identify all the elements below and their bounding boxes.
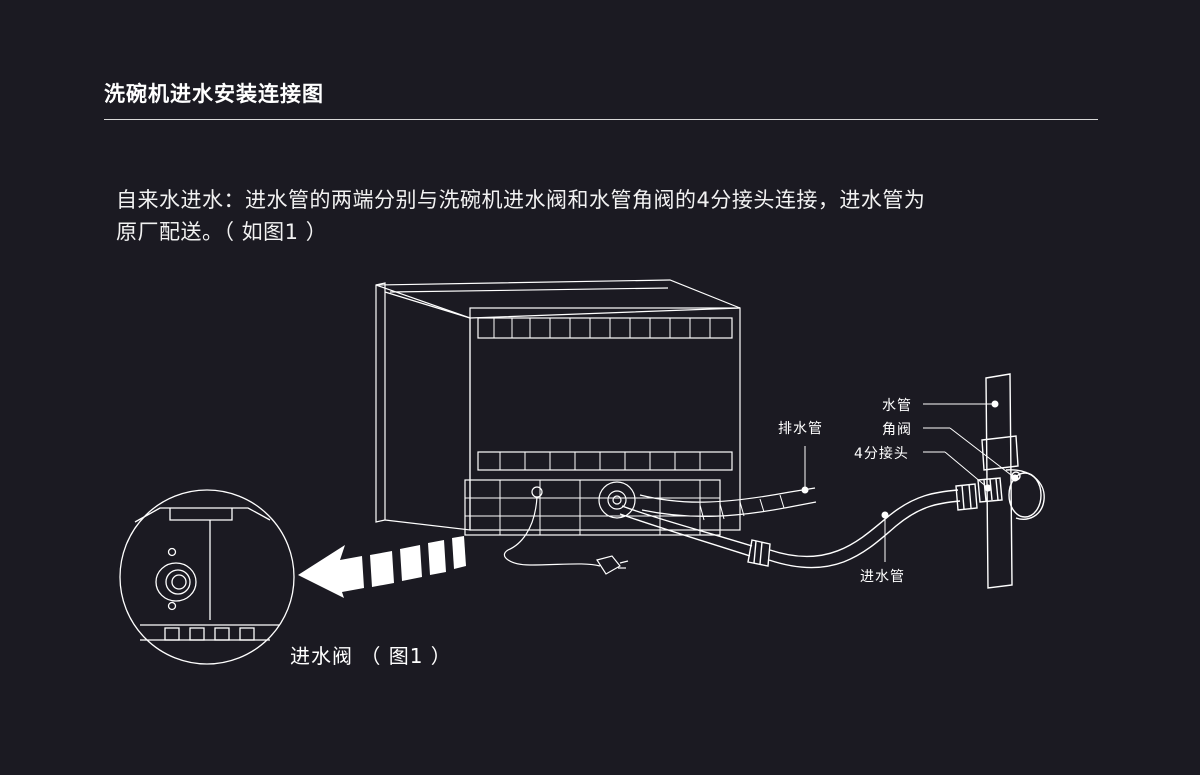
label-angle-valve: 角阀 [882, 422, 912, 438]
figure-caption: 进水阀 （ 图1 ） [290, 644, 452, 668]
label-water-pipe: 水管 [882, 398, 912, 414]
label-inlet-hose: 进水管 [860, 569, 905, 585]
dishwasher-illustration [375, 279, 741, 575]
title-divider [104, 119, 1098, 120]
label-connector: 4分接头 [854, 446, 909, 462]
intro-line-2: 原厂配送。（ 如图1 ） [116, 220, 328, 244]
water-pipe-illustration [977, 373, 1045, 589]
drain-hose-illustration [639, 487, 817, 521]
intro-text: 自来水进水：进水管的两端分别与洗碗机进水阀和水管角阀的4分接头连接，进水管为 原… [116, 184, 1076, 248]
inlet-hose-illustration [619, 483, 978, 569]
zoom-arrow [298, 536, 466, 598]
inlet-valve-detail [119, 489, 295, 665]
intro-line-1: 自来水进水：进水管的两端分别与洗碗机进水阀和水管角阀的4分接头连接，进水管为 [116, 188, 926, 212]
page-title: 洗碗机进水安装连接图 [104, 82, 324, 106]
label-leader-lines [801, 400, 1019, 562]
label-drain-hose: 排水管 [778, 421, 823, 437]
